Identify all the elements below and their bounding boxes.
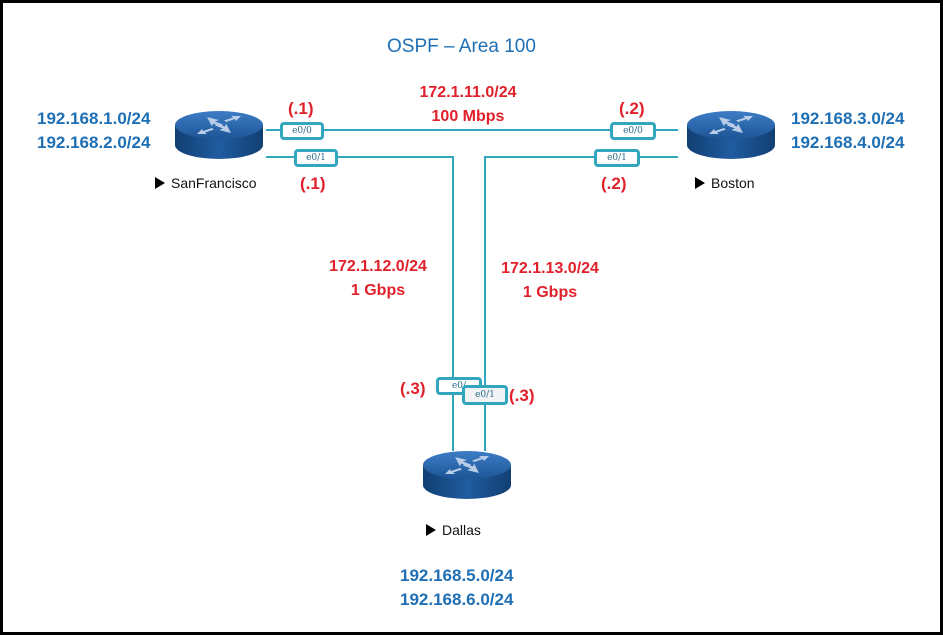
router-name: Boston — [711, 175, 755, 191]
diagram-canvas: OSPF – Area 100 172.1.11.0/24 100 Mbps 1… — [3, 3, 940, 632]
router-boston[interactable]: Boston — [695, 175, 755, 191]
play-icon — [695, 177, 705, 189]
play-icon — [155, 177, 165, 189]
link-subnet: 172.1.11.0/24 — [419, 84, 517, 101]
ip-suffix-dallas-e0-0: (.3) — [400, 379, 426, 398]
link-subnet: 172.1.13.0/24 — [501, 260, 599, 277]
link-bandwidth: 1 Gbps — [522, 284, 578, 301]
ip-suffix-boston-e0-0: (.2) — [619, 99, 645, 118]
lan-network: 192.168.4.0/24 — [791, 133, 905, 152]
link-bandwidth: 100 Mbps — [431, 108, 505, 125]
play-icon — [426, 524, 436, 536]
router-sanfrancisco[interactable]: SanFrancisco — [155, 175, 257, 191]
router-dallas[interactable]: Dallas — [426, 522, 481, 538]
ip-suffix-dallas-e0-1: (.3) — [509, 386, 535, 405]
ip-suffix-sf-e0-1: (.1) — [300, 174, 326, 193]
router-icon-boston — [687, 111, 775, 159]
interface-sf-e0-0[interactable]: e0/0 — [280, 122, 324, 140]
router-icon-dallas — [423, 451, 511, 499]
interface-boston-e0-1[interactable]: e0/1 — [594, 149, 640, 167]
lan-networks-boston: 192.168.3.0/24 192.168.4.0/24 — [791, 107, 904, 155]
interface-sf-e0-1[interactable]: e0/1 — [294, 149, 338, 167]
router-name: Dallas — [442, 522, 481, 538]
lan-network: 192.168.6.0/24 — [400, 590, 514, 609]
ip-suffix-boston-e0-1: (.2) — [601, 174, 627, 193]
link-subnet: 172.1.12.0/24 — [329, 258, 427, 275]
router-name: SanFrancisco — [171, 175, 257, 191]
link-label-sf-dallas: 172.1.12.0/24 1 Gbps — [303, 255, 453, 303]
link-label-sf-boston: 172.1.11.0/24 100 Mbps — [393, 81, 543, 129]
lan-network: 192.168.2.0/24 — [37, 133, 151, 152]
diagram-title: OSPF – Area 100 — [387, 36, 536, 57]
link-bandwidth: 1 Gbps — [350, 282, 406, 299]
lan-network: 192.168.3.0/24 — [791, 109, 905, 128]
ip-suffix-sf-e0-0: (.1) — [288, 99, 314, 118]
link-sf-dallas — [266, 156, 454, 451]
interface-dallas-e0-1[interactable]: e0/1 — [462, 385, 508, 405]
link-label-boston-dallas: 172.1.13.0/24 1 Gbps — [475, 257, 625, 305]
router-icon-sanfrancisco — [175, 111, 263, 159]
lan-network: 192.168.1.0/24 — [37, 109, 151, 128]
lan-networks-dallas: 192.168.5.0/24 192.168.6.0/24 — [400, 564, 513, 612]
lan-network: 192.168.5.0/24 — [400, 566, 514, 585]
interface-boston-e0-0[interactable]: e0/0 — [610, 122, 656, 140]
lan-networks-sanfrancisco: 192.168.1.0/24 192.168.2.0/24 — [37, 107, 150, 155]
